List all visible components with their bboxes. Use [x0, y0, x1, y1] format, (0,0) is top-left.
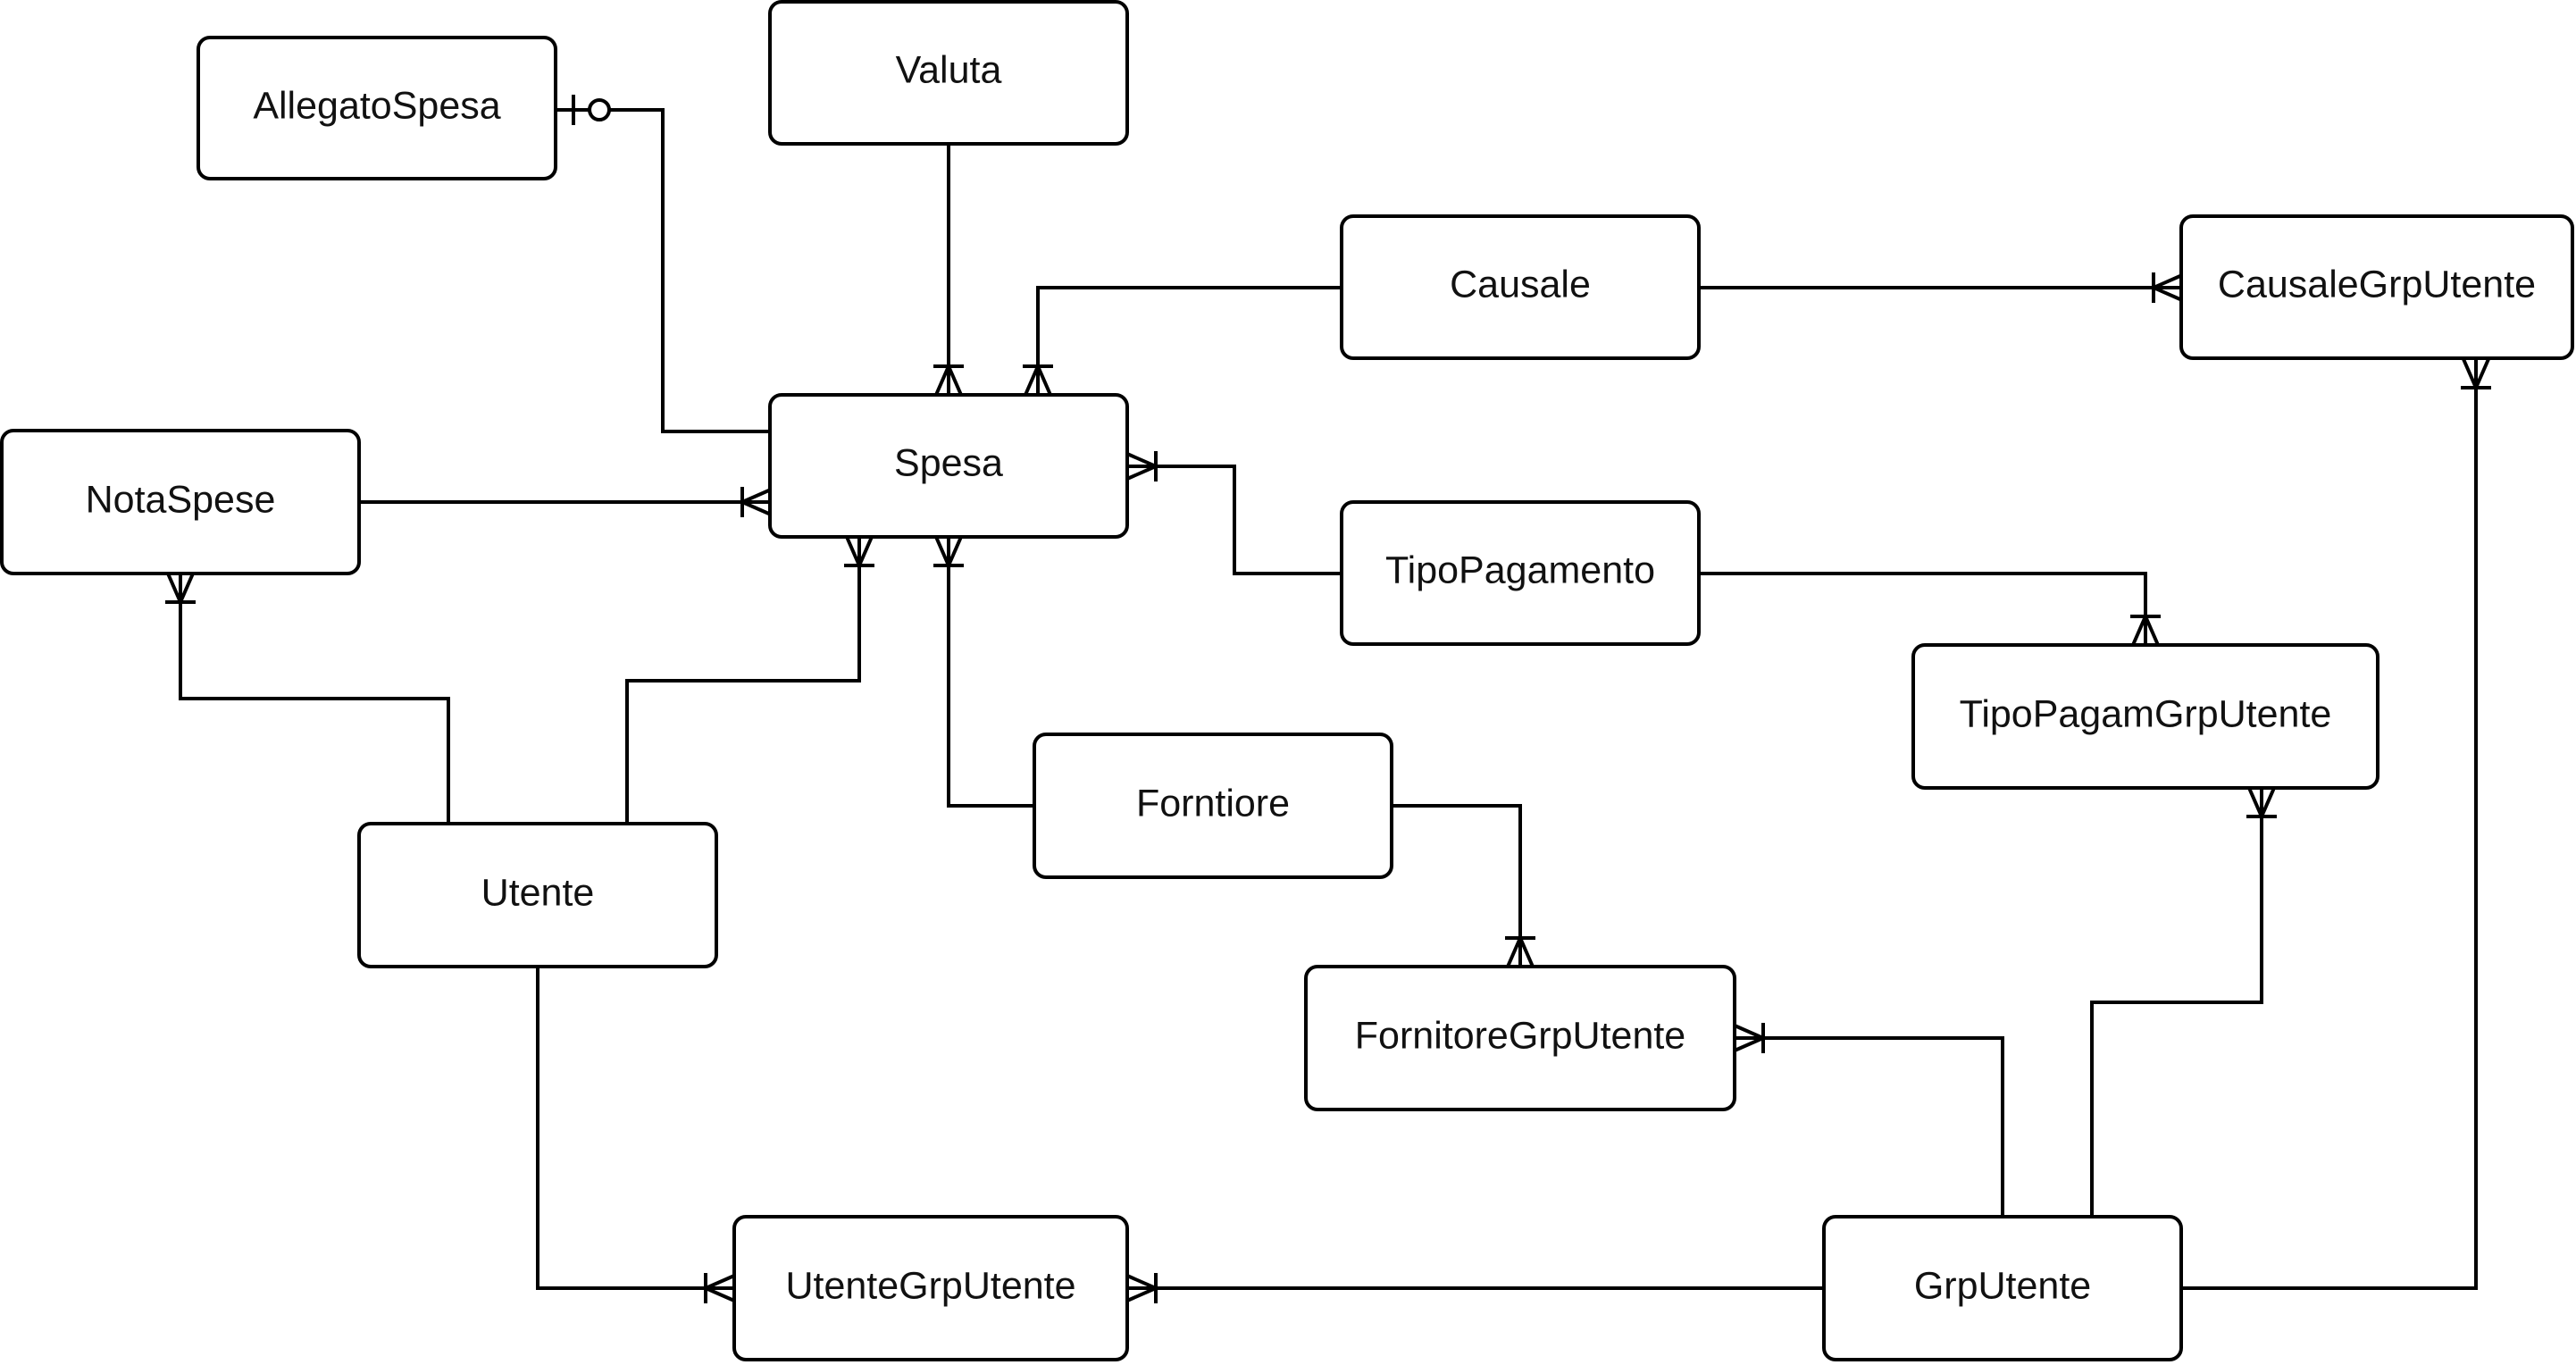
- entity-utente[interactable]: Utente: [357, 822, 718, 968]
- entity-label: Valuta: [896, 48, 1002, 91]
- rel-forntiore-fornitoregrputente: [1392, 804, 1535, 967]
- entity-label: CausaleGrpUtente: [2218, 263, 2536, 306]
- entity-causalegrputente[interactable]: CausaleGrpUtente: [2179, 214, 2574, 360]
- entity-fornitoregrputente[interactable]: FornitoreGrpUtente: [1304, 965, 1736, 1111]
- entity-label: FornitoreGrpUtente: [1355, 1014, 1685, 1057]
- entity-label: AllegatoSpesa: [253, 84, 500, 127]
- rel-causale-causalegrputente: [1699, 272, 2183, 303]
- entity-valuta[interactable]: Valuta: [768, 0, 1129, 146]
- entity-label: Forntiore: [1136, 782, 1290, 825]
- entity-label: TipoPagamento: [1385, 549, 1655, 591]
- entity-allegatospesa[interactable]: AllegatoSpesa: [197, 36, 557, 180]
- entity-label: GrpUtente: [1914, 1264, 2091, 1307]
- entity-spesa[interactable]: Spesa: [768, 393, 1129, 539]
- rel-grputente-fornitoregrputente: [1734, 1023, 2004, 1217]
- entity-label: Utente: [481, 871, 595, 914]
- relationship-lines: [165, 95, 2491, 1303]
- entity-tipopagamgrputente[interactable]: TipoPagamGrpUtente: [1911, 643, 2379, 790]
- entity-forntiore[interactable]: Forntiore: [1033, 733, 1393, 879]
- entity-label: Spesa: [894, 441, 1003, 484]
- rel-tipopagamento-spesa: [1126, 451, 1342, 575]
- rel-utente-notaspese: [165, 573, 450, 824]
- rel-notaspese-spesa: [359, 487, 772, 517]
- rel-grputente-utentegrputente: [1126, 1273, 1824, 1303]
- rel-causale-spesa: [1023, 286, 1342, 396]
- entity-grputente[interactable]: GrpUtente: [1822, 1215, 2183, 1361]
- entity-notaspese[interactable]: NotaSpese: [0, 429, 361, 575]
- entity-label: UtenteGrpUtente: [785, 1264, 1075, 1307]
- entity-label: NotaSpese: [86, 478, 276, 521]
- entity-label: TipoPagamGrpUtente: [1960, 692, 2332, 735]
- entity-utentegrputente[interactable]: UtenteGrpUtente: [732, 1215, 1129, 1361]
- rel-valuta-spesa: [933, 144, 964, 396]
- rel-forntiore-spesa: [933, 536, 1034, 808]
- rel-allegatospesa-spesa: [556, 95, 771, 433]
- rel-grputente-tipopagamgrputente: [2090, 787, 2277, 1217]
- entity-tipopagamento[interactable]: TipoPagamento: [1340, 500, 1701, 646]
- entity-causale[interactable]: Causale: [1340, 214, 1701, 360]
- rel-utente-spesa: [625, 536, 874, 824]
- rel-tipopagamento-tipopagamgrputente: [1699, 572, 2161, 646]
- rel-grputente-causalegrputente: [2181, 358, 2491, 1290]
- rel-utente-utentegrputente: [536, 967, 735, 1303]
- entity-label: Causale: [1450, 263, 1591, 306]
